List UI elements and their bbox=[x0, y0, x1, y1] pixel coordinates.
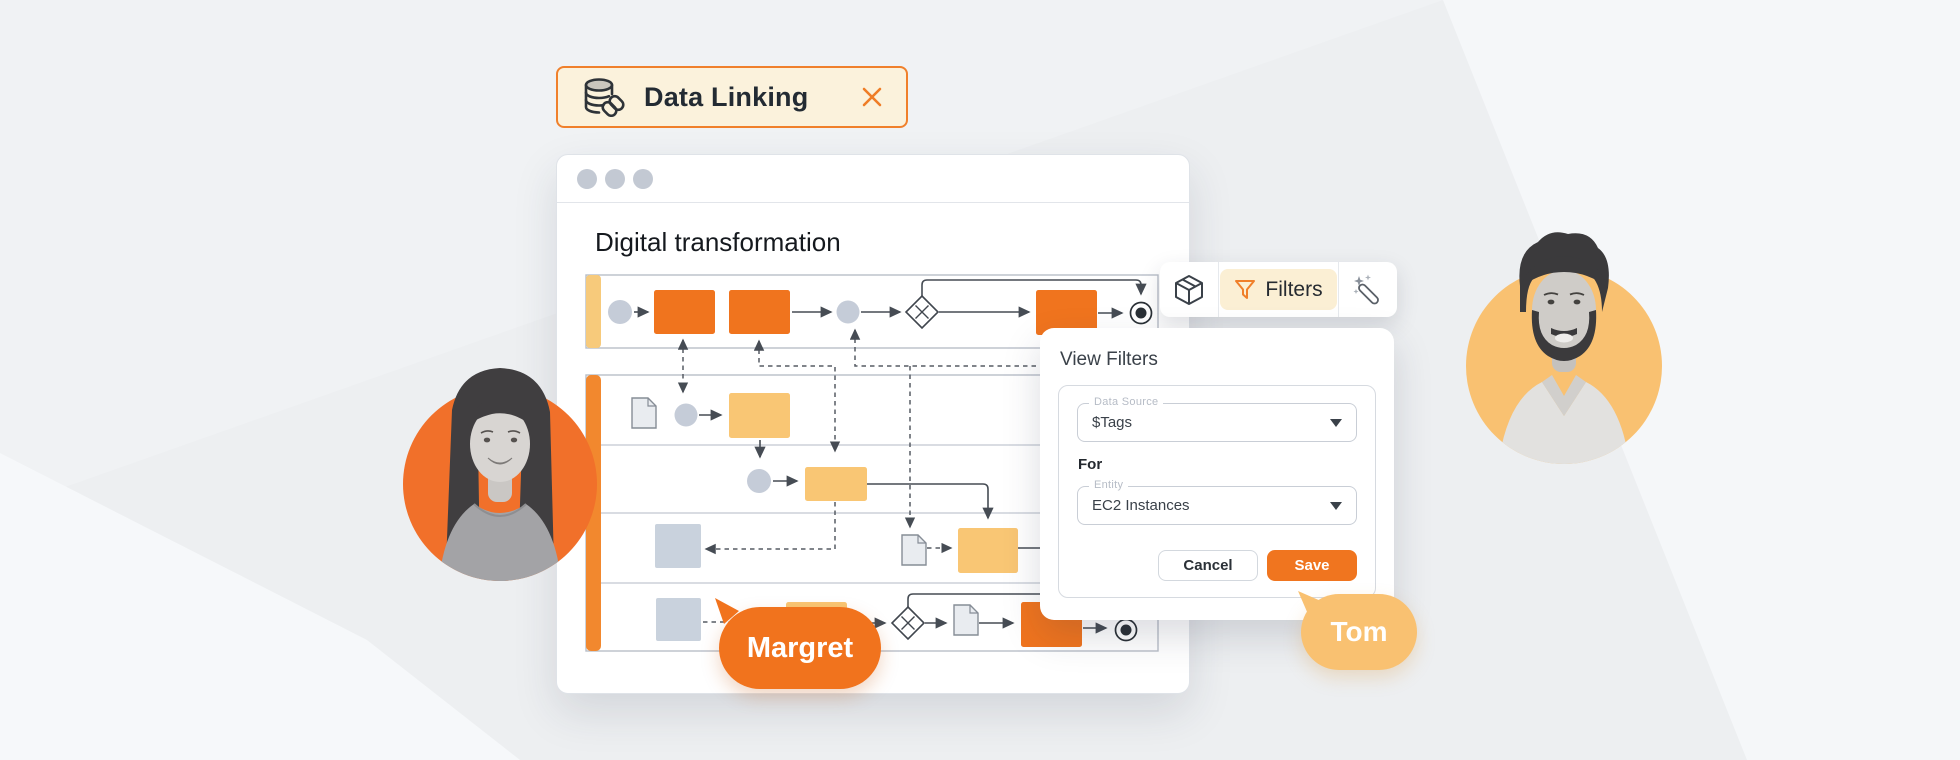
filters-button[interactable]: Filters bbox=[1220, 269, 1337, 310]
window-header bbox=[557, 155, 1189, 203]
cube-icon bbox=[1175, 274, 1203, 305]
entity-select[interactable]: Entity EC2 Instances bbox=[1077, 479, 1357, 525]
filters-form: Data Source $Tags For Entity EC2 Instanc… bbox=[1058, 385, 1376, 598]
diagram-toolbar: Filters bbox=[1160, 262, 1397, 317]
window-dot bbox=[633, 168, 653, 189]
data-linking-badge: Data Linking bbox=[556, 66, 908, 128]
window-dot bbox=[577, 168, 597, 189]
view-filters-panel: View Filters Data Source $Tags For Entit… bbox=[1040, 328, 1394, 620]
window-dot bbox=[605, 168, 625, 189]
cancel-button[interactable]: Cancel bbox=[1158, 550, 1258, 581]
data-source-select[interactable]: Data Source $Tags bbox=[1077, 396, 1357, 442]
margret-cursor-icon bbox=[715, 598, 739, 624]
chevron-down-icon bbox=[1330, 418, 1342, 427]
collaborator-pill-tom: Tom bbox=[1301, 594, 1417, 670]
entity-value: EC2 Instances bbox=[1092, 497, 1190, 514]
margret-avatar-image bbox=[403, 368, 597, 581]
shapes-button[interactable] bbox=[1160, 262, 1218, 317]
data-source-label: Data Source bbox=[1089, 396, 1164, 408]
for-label: For bbox=[1078, 456, 1103, 473]
entity-label: Entity bbox=[1089, 479, 1129, 491]
document-title: Digital transformation bbox=[595, 227, 841, 257]
filter-icon bbox=[1235, 279, 1256, 299]
badge-label: Data Linking bbox=[644, 81, 809, 112]
database-link-icon bbox=[584, 78, 625, 117]
close-icon[interactable] bbox=[860, 85, 884, 109]
toolbar-divider bbox=[1218, 262, 1219, 317]
chevron-down-icon bbox=[1330, 501, 1342, 510]
collaborator-pill-margret: Margret bbox=[719, 607, 881, 689]
data-source-value: $Tags bbox=[1092, 414, 1133, 431]
magic-wand-icon bbox=[1353, 274, 1379, 304]
panel-title: View Filters bbox=[1060, 349, 1158, 370]
save-button[interactable]: Save bbox=[1267, 550, 1357, 581]
tom-avatar-image bbox=[1466, 232, 1662, 464]
filters-label: Filters bbox=[1265, 277, 1323, 301]
toolbar-divider bbox=[1338, 262, 1339, 317]
magic-button[interactable] bbox=[1339, 262, 1397, 317]
tom-cursor-icon bbox=[1298, 591, 1330, 621]
